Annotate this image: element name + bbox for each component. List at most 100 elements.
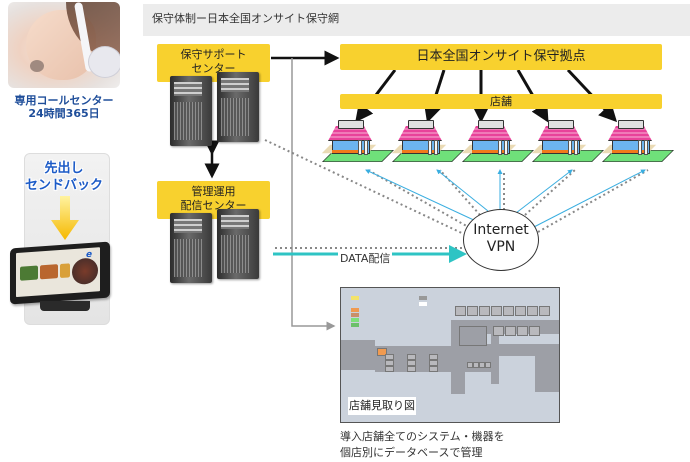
microphone-icon (30, 60, 44, 72)
floor-table (527, 306, 538, 316)
legend-swatch (351, 308, 359, 312)
store-pillar (638, 140, 642, 155)
sendback-label-line2: センドバック (24, 178, 103, 193)
floor-table (407, 360, 416, 366)
floor-table (407, 366, 416, 372)
tablet-stand (40, 301, 90, 311)
store-floorplan (340, 287, 560, 423)
management-center-box: 管理運用 配信センター (157, 181, 270, 219)
floor-table (473, 362, 479, 368)
floor-table (515, 306, 526, 316)
floor-table (493, 326, 504, 336)
store-roof (538, 126, 582, 141)
headset-earpiece (88, 46, 120, 78)
support-center-line2: センター (191, 62, 236, 75)
store-icon (461, 120, 534, 164)
floor-table (491, 306, 502, 316)
floor-table (479, 362, 485, 368)
store-pillar (644, 140, 648, 155)
store-sign (618, 120, 644, 129)
data-delivery-label: DATA配信 (338, 250, 393, 266)
store-pillar (574, 140, 578, 155)
store-icon (391, 120, 464, 164)
floorplan-caption-line1: 導入店舗全てのシステム・機器を (340, 430, 505, 443)
store-sign (478, 120, 504, 129)
store-pillar (358, 140, 362, 155)
callcenter-label-line2: 24時間365日 (28, 107, 100, 120)
line-to-floorplan (291, 58, 336, 331)
legend-swatch (351, 296, 359, 300)
server-icon (170, 76, 212, 146)
floor-table (429, 354, 438, 360)
floor-area (491, 334, 499, 384)
floor-table (467, 362, 473, 368)
store-pillar (364, 140, 368, 155)
floor-room-highlight (377, 348, 387, 356)
floor-table (385, 360, 394, 366)
store-stripe (612, 150, 648, 153)
vpn-line-store-1 (365, 169, 479, 223)
store-icon (601, 120, 674, 164)
floor-table (505, 326, 516, 336)
store-roof (398, 126, 442, 141)
floor-table (429, 360, 438, 366)
stores-label-box: 店舗 (340, 94, 662, 109)
floor-table (503, 306, 514, 316)
internet-label: Internet (473, 222, 529, 238)
floor-area (451, 344, 559, 356)
floor-table (529, 326, 540, 336)
floor-table (485, 362, 491, 368)
page-title: 保守体制ー日本全国オンサイト保守網 (152, 12, 339, 25)
legend-swatch (419, 302, 427, 306)
store-stripe (402, 150, 438, 153)
floor-table (539, 306, 550, 316)
onsite-base-box: 日本全国オンサイト保守拠点 (340, 44, 662, 70)
store-sign (408, 120, 434, 129)
floorplan-caption-line2: 個店別にデータベースで管理 (340, 446, 483, 459)
store-roof (608, 126, 652, 141)
floor-table (407, 354, 416, 360)
callcenter-label-line1: 専用コールセンター (14, 94, 114, 107)
store-pillar (428, 140, 432, 155)
callcenter-label: 専用コールセンター 24時間365日 (0, 94, 128, 120)
floor-table (517, 326, 528, 336)
sendback-label-line1: 先出し (44, 161, 84, 176)
internet-vpn-cloud: Internet VPN (463, 209, 539, 271)
floorplan-label: 店舗見取り図 (348, 397, 416, 415)
vpn-line-store-5 (531, 169, 646, 229)
floor-table (385, 354, 394, 360)
sendback-label: 先出し センドバック (0, 160, 128, 194)
down-arrow-icon (51, 196, 79, 240)
vpn-line-store-2 (436, 169, 489, 212)
store-icon (321, 120, 394, 164)
server-icon (170, 213, 212, 283)
management-center-line1: 管理運用 (191, 185, 236, 198)
legend-swatch (351, 313, 359, 317)
header-band (143, 4, 690, 36)
dotted-internet-to-store-5 (537, 169, 649, 233)
legend-swatch (351, 318, 359, 322)
server-icon (217, 209, 259, 279)
store-pillar (498, 140, 502, 155)
store-pillar (568, 140, 572, 155)
store-pillar (504, 140, 508, 155)
floor-table (467, 306, 478, 316)
floor-table (479, 306, 490, 316)
store-icon (531, 120, 604, 164)
callcenter-photo (8, 2, 120, 88)
dotted-internet-to-store-1 (367, 169, 471, 229)
dotted-internet-to-store-4 (524, 169, 576, 216)
store-sign (548, 120, 574, 129)
store-roof (468, 126, 512, 141)
floor-area (535, 352, 559, 392)
server-icon (217, 72, 259, 142)
floorplan-caption: 導入店舗全てのシステム・機器を 個店別にデータベースで管理 (340, 429, 505, 461)
floor-table (385, 366, 394, 372)
vpn-line-store-4 (515, 169, 573, 214)
vpn-label: VPN (486, 239, 516, 255)
floor-table (429, 366, 438, 372)
management-center-line2: 配信センター (180, 199, 247, 212)
legend-swatch (351, 323, 359, 327)
store-pillar (434, 140, 438, 155)
